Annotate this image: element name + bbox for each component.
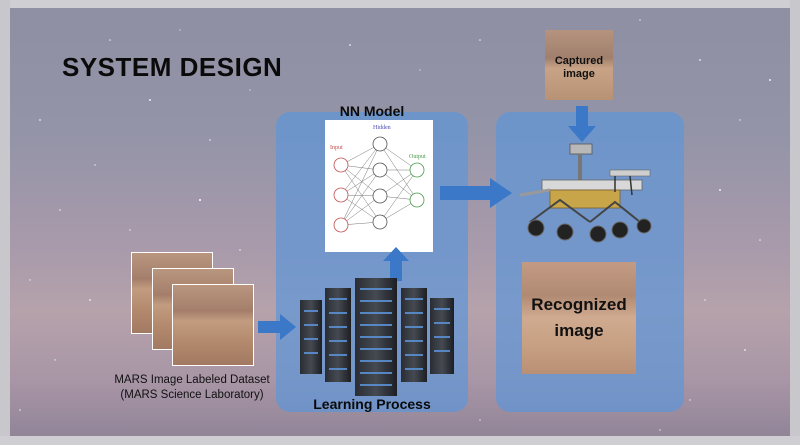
recognized-image-label: Recognized image [522,292,636,344]
dataset-label: MARS Image Labeled Dataset (MARS Science… [112,373,272,403]
border-right [790,0,800,445]
recognized-label-line1: Recognized [531,295,627,314]
nn-hidden-label: Hidden [373,125,391,131]
captured-label-line2: image [563,68,595,80]
arrow-right-icon [258,314,296,340]
nn-model-label: NN Model [339,103,405,119]
arrow-right-icon [440,178,512,208]
dataset-image-3 [172,284,254,366]
nn-output-label: Output [409,154,426,160]
arrow-down-icon [568,106,596,142]
nn-input-label: Input [330,145,343,151]
learning-process-label: Learning Process [313,396,431,412]
slide-title: SYSTEM DESIGN [62,52,283,82]
recognized-label-line2: image [554,321,604,340]
recognized-image [522,262,636,374]
dataset-label-line2: (MARS Science Laboratory) [120,389,264,401]
border-bottom [0,436,800,445]
nn-diagram: Hidden Input Output [325,120,433,252]
dataset-label-line1: MARS Image Labeled Dataset [114,374,270,386]
server-rack-icon [300,278,454,396]
nn-diagram-graphic: Hidden Input Output [330,125,426,233]
captured-image [545,30,613,100]
captured-label-line1: Captured [554,55,604,67]
border-left [0,0,10,445]
mars-rover-icon [520,143,652,243]
captured-image-label: Captured image [545,55,613,81]
arrow-up-icon [383,247,409,281]
border-top [0,0,800,8]
